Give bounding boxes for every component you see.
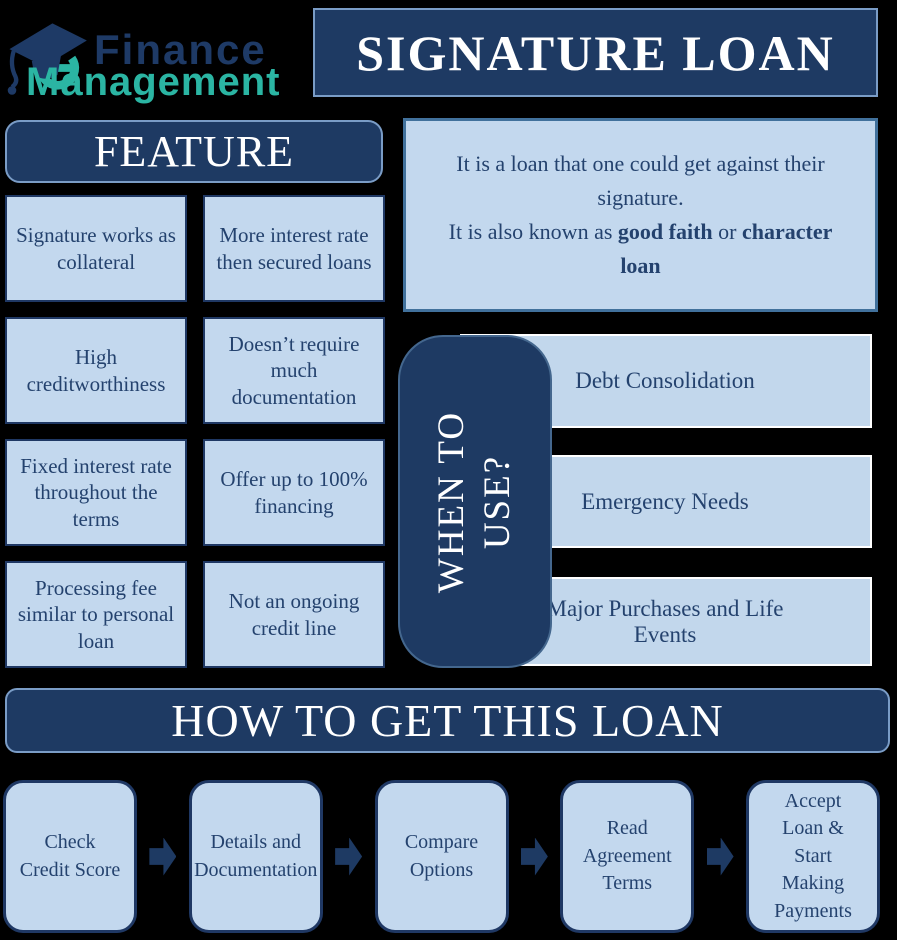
step-compare-options: Compare Options <box>374 780 509 933</box>
feature-item: Offer up to 100% financing <box>203 439 385 546</box>
step-read-agreement-terms: Read Agreement Terms <box>560 780 695 933</box>
feature-item: Not an ongoing credit line <box>203 561 385 668</box>
use-case-label: Debt Consolidation <box>575 368 755 393</box>
brand-name-management: Management <box>26 60 281 104</box>
use-case-label: Emergency Needs <box>581 488 749 514</box>
how-to-get-heading: HOW TO GET THIS LOAN <box>171 695 724 746</box>
page-title: SIGNATURE LOAN <box>356 24 835 81</box>
definition-text: or <box>712 219 742 244</box>
feature-heading: FEATURE <box>93 127 295 176</box>
page-title-box: SIGNATURE LOAN <box>313 8 878 97</box>
feature-item: Processing fee similar to personal loan <box>5 561 187 668</box>
when-to-use-heading: WHEN TO USE? <box>398 335 552 668</box>
feature-item: Doesn’t require much documentation <box>203 317 385 424</box>
arrow-right-icon <box>335 837 363 876</box>
when-to-use-line1: WHEN TO <box>430 410 472 593</box>
brand-name-finance: Finance <box>94 26 267 73</box>
definition-text: It is also known as <box>448 219 618 244</box>
feature-section-header: FEATURE <box>5 120 383 183</box>
feature-item: Fixed interest rate throughout the terms <box>5 439 187 546</box>
definition-box: It is a loan that one could get against … <box>403 118 878 312</box>
definition-text: It is a loan that one could get against … <box>456 150 825 210</box>
steps-row: Check Credit Score Details and Documenta… <box>0 780 897 933</box>
feature-item: High creditworthiness <box>5 317 187 424</box>
step-check-credit-score: Check Credit Score <box>3 780 137 933</box>
definition-sentence-1: It is a loan that one could get against … <box>434 147 847 215</box>
step-accept-loan: Accept Loan & Start Making Payments <box>746 780 880 933</box>
feature-item: More interest rate then secured loans <box>203 195 385 302</box>
arrow-right-icon <box>149 837 177 876</box>
graduation-cap-icon <box>7 23 87 95</box>
brand-logo: Finance Management <box>6 4 312 108</box>
step-details-and-documentation: Details and Documentation <box>188 780 323 933</box>
arrow-right-icon <box>520 837 548 876</box>
definition-sentence-2: It is also known as good faith or charac… <box>434 215 847 283</box>
when-to-use-line2: USE? <box>477 454 518 549</box>
definition-bold-good-faith: good faith <box>617 219 713 244</box>
arrow-right-icon <box>706 837 734 876</box>
feature-grid: Signature works as collateral More inter… <box>5 195 387 668</box>
feature-item: Signature works as collateral <box>5 195 187 302</box>
how-to-get-banner: HOW TO GET THIS LOAN <box>5 688 890 753</box>
use-case-label: Major Purchases and Life Events <box>546 595 784 647</box>
when-to-use-header-box: WHEN TO USE? <box>398 335 552 668</box>
definition-bold-character-loan: character loan <box>620 219 833 279</box>
